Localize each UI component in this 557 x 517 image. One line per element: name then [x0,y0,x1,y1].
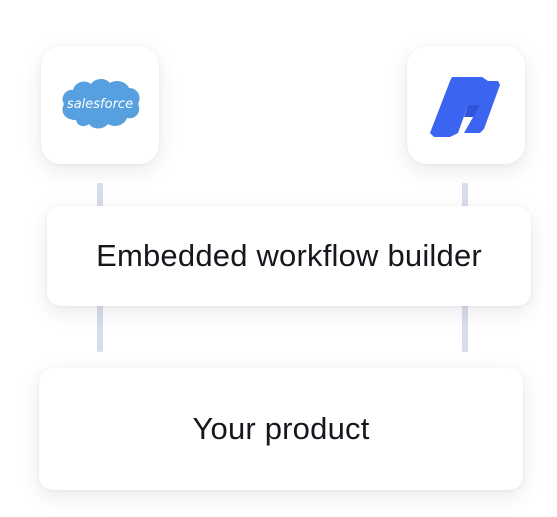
embedded-workflow-builder-label: Embedded workflow builder [96,238,482,273]
connector-right-top [462,183,468,213]
app-logo-card [407,46,525,164]
salesforce-logo-icon: salesforce [56,74,144,136]
connector-left-top [97,183,103,213]
your-product-card: Your product [39,368,523,490]
connector-left-bottom [97,304,103,352]
salesforce-logo-text: salesforce [67,97,133,112]
connector-right-bottom [462,304,468,352]
your-product-label: Your product [192,411,370,446]
salesforce-card: salesforce [41,46,159,164]
blue-parallelogram-logo-icon [428,71,504,139]
embedded-workflow-builder-card: Embedded workflow builder [47,206,531,306]
